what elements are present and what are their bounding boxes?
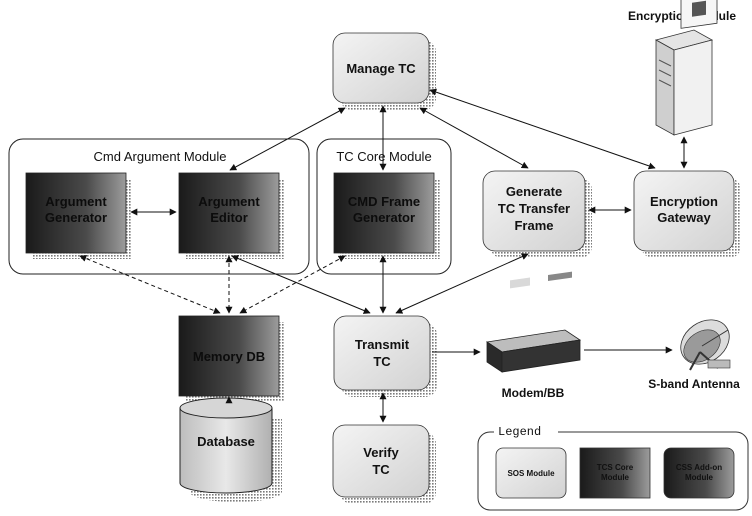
svg-text:TCS Core: TCS Core xyxy=(597,463,634,472)
legend: Legend SOS Module TCS Core Module CSS Ad… xyxy=(477,424,749,511)
svg-text:Generator: Generator xyxy=(353,210,415,225)
legend-item-sos-module: SOS Module xyxy=(495,447,567,499)
svg-text:Module: Module xyxy=(601,473,630,482)
svg-text:Generate: Generate xyxy=(506,184,562,199)
manage-tc-box: Manage TC xyxy=(332,32,436,110)
svg-text:Database: Database xyxy=(197,434,255,449)
modem-device-icon: Modem/BB xyxy=(485,271,582,400)
edge-argeditor-to-transmit xyxy=(231,255,371,314)
antenna-label: S-band Antenna xyxy=(648,377,740,391)
encryption-gateway-box: Encryption Gateway xyxy=(633,170,741,258)
svg-text:Module: Module xyxy=(685,473,714,482)
edge-generate-frame-to-transmit xyxy=(395,253,529,314)
legend-frame xyxy=(477,431,749,511)
svg-text:Manage TC: Manage TC xyxy=(346,61,416,76)
cmd-frame-generator-box: CMD Frame Generator xyxy=(333,172,440,259)
svg-text:CMD Frame: CMD Frame xyxy=(348,194,420,209)
svg-text:Encryption: Encryption xyxy=(650,194,718,209)
svg-text:Generator: Generator xyxy=(45,210,107,225)
svg-text:Memory DB: Memory DB xyxy=(193,349,265,364)
svg-text:TC: TC xyxy=(372,462,390,477)
encryption-module-server-icon: Encryption Module xyxy=(628,0,736,136)
svg-text:Argument: Argument xyxy=(45,194,107,209)
svg-text:Argument: Argument xyxy=(198,194,260,209)
svg-text:CSS Add-on: CSS Add-on xyxy=(676,463,722,472)
edge-manage-to-argument-editor xyxy=(229,107,346,171)
svg-text:Gateway: Gateway xyxy=(657,210,711,225)
modem-label: Modem/BB xyxy=(502,386,565,400)
svg-text:Verify: Verify xyxy=(363,445,399,460)
svg-text:TC: TC xyxy=(373,354,391,369)
svg-text:Frame: Frame xyxy=(514,218,553,233)
legend-item-tcs-core-module: TCS Core Module xyxy=(579,447,651,499)
edge-arggen-to-memorydb xyxy=(79,255,221,314)
edge-manage-to-generate-frame xyxy=(419,107,529,169)
svg-text:SOS Module: SOS Module xyxy=(507,469,555,478)
edge-manage-to-encryption-gateway xyxy=(429,88,656,170)
satellite-antenna-icon: S-band Antenna xyxy=(648,319,740,391)
connectors-dashed xyxy=(79,255,346,314)
verify-tc-box: Verify TC xyxy=(332,424,436,504)
argument-generator-box: Argument Generator xyxy=(25,172,132,259)
memory-db-box: Memory DB xyxy=(178,315,285,402)
database-cylinder: Database xyxy=(179,397,282,502)
transmit-tc-box: Transmit TC xyxy=(333,315,437,397)
argument-editor-box: Argument Editor xyxy=(178,172,285,259)
svg-text:Editor: Editor xyxy=(210,210,248,225)
edge-cmd-frame-to-memorydb xyxy=(239,255,346,314)
legend-title: Legend xyxy=(498,425,541,439)
cmd-argument-module-title: Cmd Argument Module xyxy=(94,149,227,164)
svg-text:Transmit: Transmit xyxy=(355,337,410,352)
generate-tc-transfer-frame-box: Generate TC Transfer Frame xyxy=(482,170,592,258)
tc-core-module-title: TC Core Module xyxy=(336,149,431,164)
legend-item-css-addon-module: CSS Add-on Module xyxy=(663,447,735,499)
svg-text:TC Transfer: TC Transfer xyxy=(498,201,570,216)
